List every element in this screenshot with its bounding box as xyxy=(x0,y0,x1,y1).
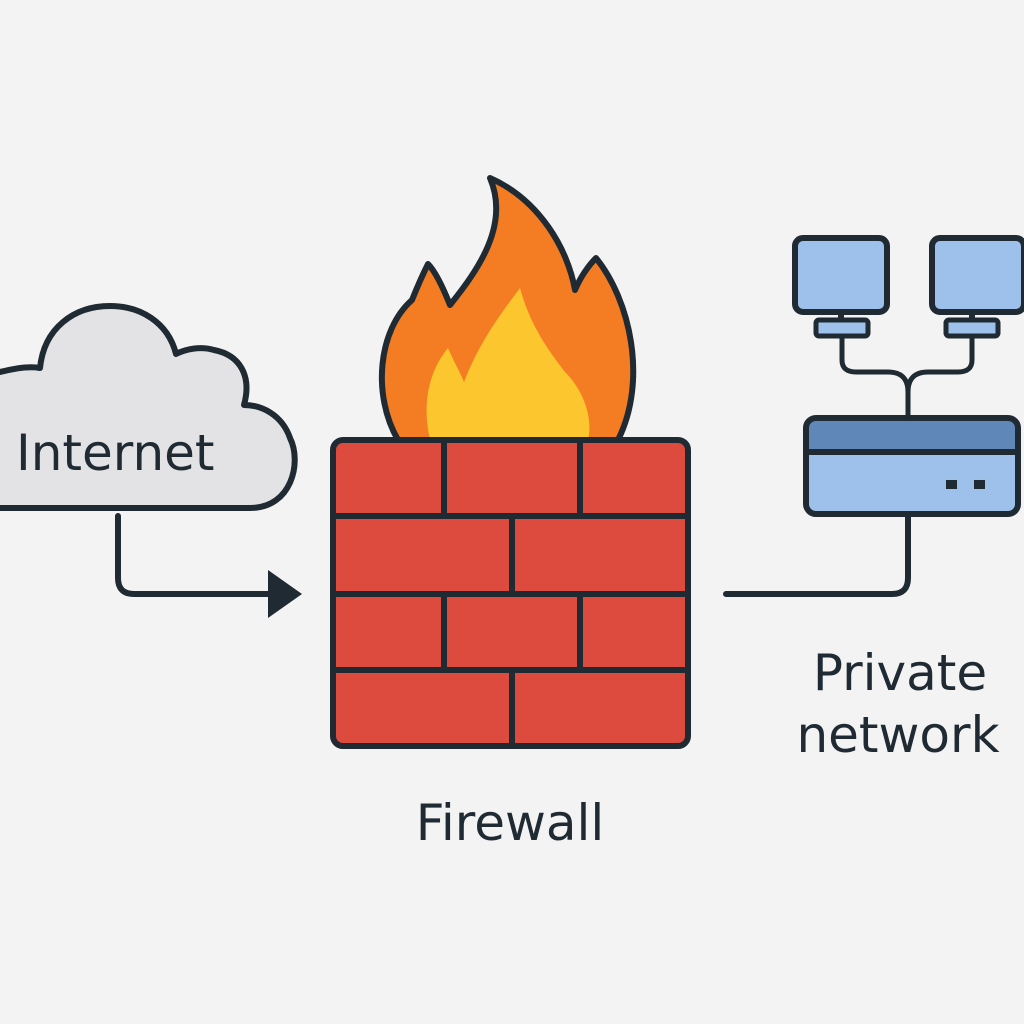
internet-label: Internet xyxy=(16,424,215,482)
private-network-label-line1: Private xyxy=(813,644,987,702)
monitor-icon xyxy=(929,235,1024,339)
brick-wall-icon xyxy=(330,437,691,749)
private-network-label-line2: network xyxy=(796,706,999,764)
flame-icon xyxy=(378,175,637,443)
internet-connector-arrow xyxy=(115,513,302,618)
computer-cables xyxy=(839,331,975,421)
cloud-icon xyxy=(0,303,298,511)
private-network-connector xyxy=(723,511,911,597)
monitor-icon xyxy=(792,235,890,339)
firewall-label: Firewall xyxy=(416,794,605,852)
router-icon xyxy=(803,415,1021,517)
